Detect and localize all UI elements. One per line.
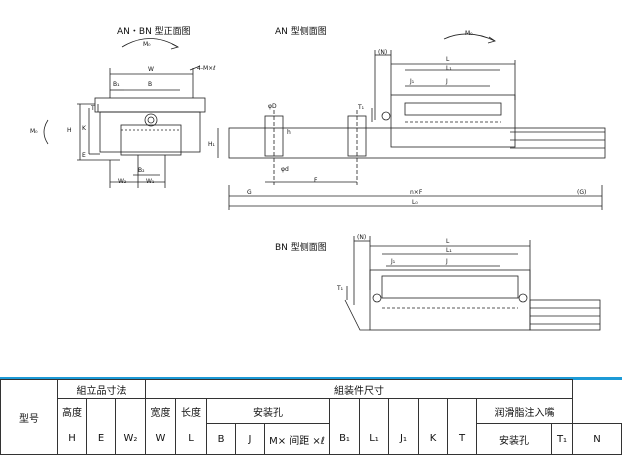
label-mxl: 4-M×ℓ (197, 65, 216, 72)
label-mq-top: M₀ (143, 41, 151, 48)
an-label-j1: J₁ (410, 78, 415, 85)
label-b2: B₂ (138, 167, 145, 174)
label-w: W (148, 66, 154, 73)
an-block (390, 94, 516, 148)
an-label-h: h (287, 129, 291, 136)
spec-table: 型号 組立品寸法 組装件尺寸 高度 宽度 长度 安装孔 润滑脂注入嘴 H E W… (0, 379, 622, 455)
an-label-phid-small: φd (281, 166, 289, 173)
technical-drawing (43, 33, 606, 331)
an-side-view-title: AN 型侧面图 (275, 27, 327, 37)
bn-block (369, 269, 531, 331)
th-col-e: E (86, 423, 116, 455)
label-h: H (67, 127, 72, 134)
th-width: 宽度 (145, 398, 176, 424)
th-length: 长度 (175, 398, 207, 424)
an-label-t1: T₁ (358, 104, 365, 111)
th-col-w2: W₂ (115, 423, 146, 455)
an-label-g: G (247, 189, 252, 196)
th-col-j: J (235, 423, 265, 455)
block-top (94, 97, 206, 113)
an-label-phid: φD (268, 103, 277, 110)
th-blank-j1 (388, 398, 419, 424)
label-mq-left: M₀ (30, 128, 38, 135)
label-t: T (91, 105, 95, 112)
th-col-b1: B₁ (329, 423, 360, 455)
th-col-mxl: M× 间距 ×ℓ (264, 423, 330, 455)
label-w2: W₂ (118, 178, 127, 185)
bn-side-view-title: BN 型侧面图 (275, 243, 327, 253)
th-col-n: N (572, 423, 622, 455)
th-col-w: W (145, 423, 176, 455)
label-b: B (148, 81, 153, 88)
table-top-rule (0, 377, 622, 380)
an-label-nf: n×F (410, 189, 423, 196)
rail-bolt (144, 113, 158, 127)
th-col-b: B (206, 423, 236, 455)
th-col-l1: L₁ (359, 423, 389, 455)
th-assembly-group: 組立品寸法 (57, 379, 146, 399)
bn-label-l: L (446, 238, 450, 245)
th-lube: 润滑脂注入嘴 (475, 398, 574, 424)
th-blank-w2 (115, 398, 146, 424)
th-block-group: 組装件尺寸 (144, 379, 574, 399)
th-mount-hole: 安装孔 (206, 398, 330, 424)
an-rail (228, 127, 606, 159)
an-label-mq: M₀ (465, 30, 473, 37)
bn-label-j1: J₁ (391, 258, 396, 265)
an-label-h1: H₁ (208, 141, 215, 148)
th-col-j1: J₁ (388, 423, 419, 455)
th-col-l: L (175, 423, 207, 455)
label-e: E (82, 152, 86, 159)
bn-label-l1: L₁ (446, 247, 452, 254)
an-label-l1: L₁ (446, 65, 452, 72)
th-blank-k (418, 398, 448, 424)
label-k: K (82, 125, 86, 132)
block-body (99, 111, 201, 153)
th-col-k: K (418, 423, 448, 455)
front-view-title: AN・BN 型正面图 (117, 27, 191, 37)
bn-label-j: J (446, 258, 448, 265)
an-label-l0: L₀ (412, 199, 418, 206)
th-height: 高度 (57, 398, 87, 424)
an-label-n: (N) (378, 49, 388, 56)
th-col-t: T (447, 423, 477, 455)
an-label-j: J (446, 78, 448, 85)
th-blank-l1 (359, 398, 389, 424)
label-b1: B₁ (113, 81, 120, 88)
bn-label-n: (N) (357, 234, 367, 241)
th-blank-t (447, 398, 477, 424)
an-label-g-paren: (G) (577, 189, 587, 196)
label-w1: W₁ (146, 178, 155, 185)
bn-rail (529, 299, 601, 331)
an-label-f: F (314, 177, 318, 184)
bn-label-t1: T₁ (337, 285, 344, 292)
th-col-h: H (57, 423, 87, 455)
an-label-l: L (446, 56, 450, 63)
th-blank-b1 (329, 398, 360, 424)
th-blank-e (86, 398, 116, 424)
th-col-t1: T₁ (550, 423, 574, 455)
th-col-lube-hole: 安装孔 (476, 423, 552, 455)
th-model: 型号 (0, 379, 58, 455)
rail-section (120, 124, 182, 156)
